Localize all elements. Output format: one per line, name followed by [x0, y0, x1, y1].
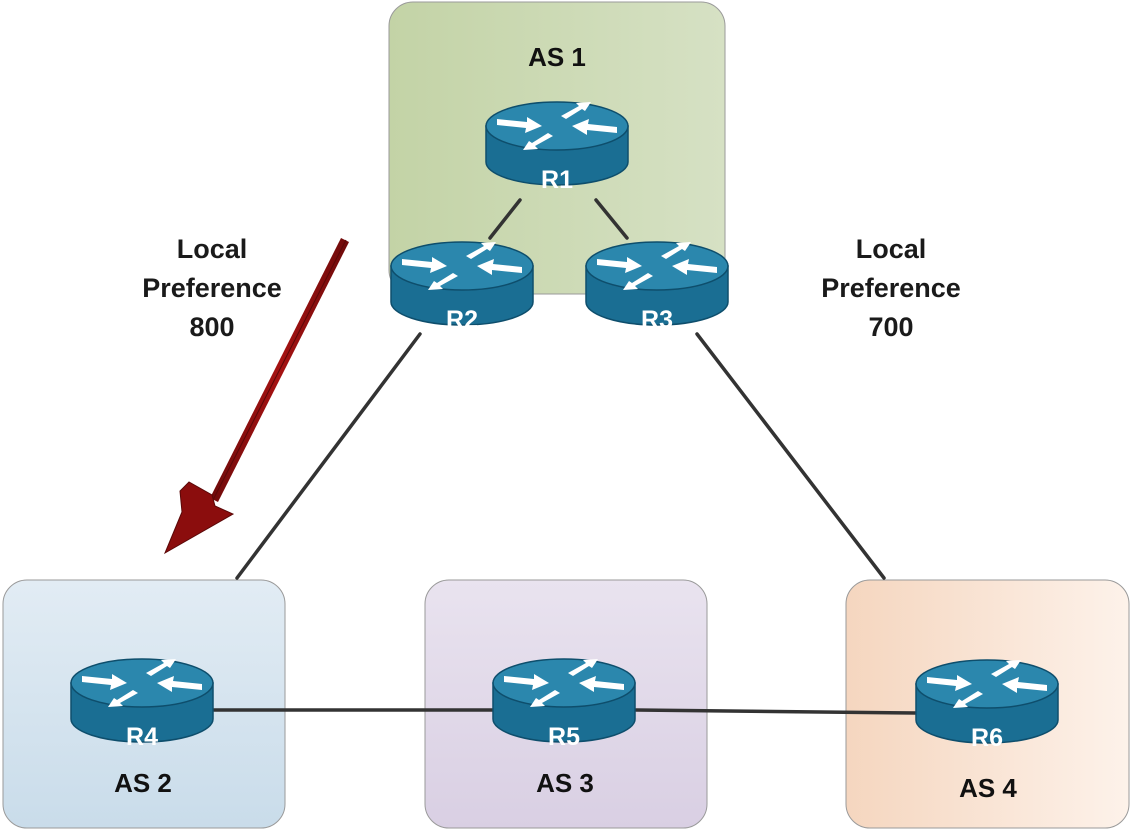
link-r1-r2	[488, 198, 522, 240]
router-r5-label: R5	[548, 723, 580, 751]
router-r6: R6	[915, 659, 1059, 752]
as3-label: AS 3	[536, 768, 594, 798]
local-preference-right: Local Preference 700	[821, 234, 961, 342]
router-r4: R4	[70, 658, 214, 751]
link-r3-r6	[695, 332, 886, 580]
router-r4-label: R4	[126, 723, 158, 751]
as4-label: AS 4	[959, 773, 1017, 803]
router-r5: R5	[492, 658, 636, 751]
router-r1-label: R1	[541, 166, 573, 194]
local-pref-right-line1: Local	[856, 234, 927, 264]
link-r5-r6	[634, 708, 918, 715]
router-r6-label: R6	[971, 724, 1003, 752]
local-pref-right-value: 700	[868, 312, 913, 342]
as2-label: AS 2	[114, 768, 172, 798]
local-pref-left-line1: Local	[177, 234, 248, 264]
router-r3-label: R3	[641, 306, 673, 334]
local-preference-left: Local Preference 800	[142, 234, 282, 342]
router-r2-label: R2	[446, 306, 478, 334]
router-r1: R1	[485, 101, 629, 194]
arrow-icon	[163, 238, 349, 555]
router-r2: R2	[390, 241, 534, 334]
link-r1-r3	[594, 198, 629, 240]
local-pref-left-value: 800	[189, 312, 234, 342]
router-r3: R3	[585, 241, 729, 334]
local-pref-left-line2: Preference	[142, 273, 282, 303]
local-pref-right-line2: Preference	[821, 273, 961, 303]
as1-label: AS 1	[528, 42, 586, 72]
link-r2-r4	[235, 332, 422, 580]
links	[212, 198, 918, 715]
